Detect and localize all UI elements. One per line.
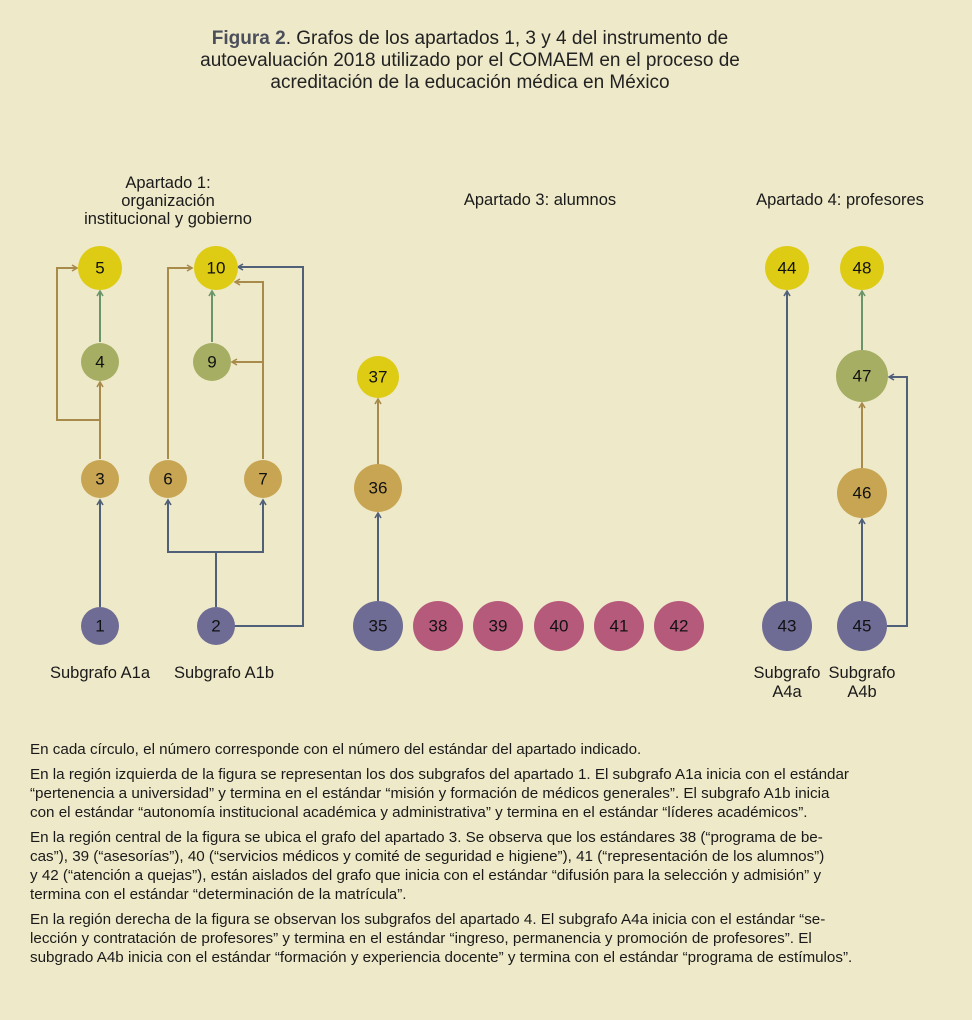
- svg-text:4: 4: [95, 353, 104, 372]
- edge-3-5: [56, 264, 100, 421]
- figure-notes: En cada círculo, el número corresponde c…: [30, 740, 950, 973]
- graph-diagram: 5 10 4 9 3 6 7 1 2 37 36 35 38 39 40 41 …: [56, 246, 908, 651]
- node-47: 47: [836, 350, 888, 402]
- svg-text:9: 9: [207, 353, 216, 372]
- svg-text:48: 48: [853, 259, 872, 278]
- node-46: 46: [837, 468, 887, 518]
- svg-text:36: 36: [369, 479, 388, 498]
- svg-text:10: 10: [207, 259, 226, 278]
- node-4: 4: [81, 343, 119, 381]
- heading-line: institucional y gobierno: [84, 210, 252, 228]
- note-line: cas”), 39 (“asesorías”), 40 (“servicios …: [30, 848, 825, 865]
- node-7: 7: [244, 460, 282, 498]
- svg-text:2: 2: [211, 617, 220, 636]
- title-line-3: acreditación de la educación médica en M…: [270, 72, 670, 93]
- section-heading-apartado-3: Apartado 3: alumnos: [463, 191, 617, 209]
- note-line: En la región central de la figura se ubi…: [30, 829, 823, 846]
- node-48: 48: [840, 246, 884, 290]
- node-41: 41: [594, 601, 644, 651]
- svg-text:1: 1: [95, 617, 104, 636]
- node-36: 36: [354, 464, 402, 512]
- subgraph-label-a1a: Subgrafo A1a: [50, 664, 150, 682]
- node-38: 38: [413, 601, 463, 651]
- svg-text:40: 40: [550, 617, 569, 636]
- svg-text:45: 45: [853, 617, 872, 636]
- node-1: 1: [81, 607, 119, 645]
- svg-text:6: 6: [163, 470, 172, 489]
- svg-text:43: 43: [778, 617, 797, 636]
- svg-text:44: 44: [778, 259, 797, 278]
- note-line: subgrado A4b inicia con el estándar “for…: [30, 949, 853, 966]
- node-40: 40: [534, 601, 584, 651]
- title-line-1: . Grafos de los apartados 1, 3 y 4 del i…: [285, 28, 729, 49]
- node-9: 9: [193, 343, 231, 381]
- note-line: En la región derecha de la figura se obs…: [30, 911, 826, 928]
- note-paragraph: En la región central de la figura se ubi…: [30, 828, 950, 904]
- node-42: 42: [654, 601, 704, 651]
- subgraph-label-a1b: Subgrafo A1b: [174, 664, 274, 682]
- svg-text:35: 35: [369, 617, 388, 636]
- edge-2-10: [234, 263, 304, 627]
- node-10: 10: [194, 246, 238, 290]
- figure-label: Figura 2: [211, 28, 286, 49]
- svg-text:37: 37: [369, 368, 388, 387]
- note-paragraph: En la región izquierda de la figura se r…: [30, 765, 950, 822]
- svg-text:38: 38: [429, 617, 448, 636]
- node-44: 44: [765, 246, 809, 290]
- node-2: 2: [197, 607, 235, 645]
- note-line: con el estándar “autonomía institucional…: [30, 804, 808, 821]
- svg-text:47: 47: [853, 367, 872, 386]
- svg-text:5: 5: [95, 259, 104, 278]
- svg-text:39: 39: [489, 617, 508, 636]
- node-35: 35: [353, 601, 403, 651]
- note-line: termina con el estándar “determinación d…: [30, 886, 407, 903]
- node-37: 37: [357, 356, 399, 398]
- edge-6-10: [167, 264, 194, 459]
- node-43: 43: [762, 601, 812, 651]
- edge-2-6: [164, 498, 216, 553]
- svg-text:7: 7: [258, 470, 267, 489]
- edge-7-10: [233, 278, 264, 459]
- heading-line: Apartado 1:: [125, 174, 211, 192]
- svg-text:42: 42: [670, 617, 689, 636]
- node-3: 3: [81, 460, 119, 498]
- label-line: A4b: [847, 683, 877, 701]
- label-line: Subgrafo: [753, 664, 821, 682]
- note-line: “pertenencia a universidad” y termina en…: [30, 785, 830, 802]
- node-45: 45: [837, 601, 887, 651]
- heading-line: organización: [121, 192, 215, 210]
- note-line: lección y contratación de profesores” y …: [30, 930, 812, 947]
- edge-2-7: [216, 498, 267, 553]
- svg-text:46: 46: [853, 484, 872, 503]
- figure-title: Figura 2. Grafos de los apartados 1, 3 y…: [120, 28, 820, 94]
- title-line-2: autoevaluación 2018 utilizado por el COM…: [200, 50, 740, 71]
- note-paragraph: En cada círculo, el número corresponde c…: [30, 740, 950, 759]
- note-paragraph: En la región derecha de la figura se obs…: [30, 910, 950, 967]
- node-5: 5: [78, 246, 122, 290]
- node-6: 6: [149, 460, 187, 498]
- note-line: y 42 (“atención a quejas”), están aislad…: [30, 867, 822, 884]
- svg-text:41: 41: [610, 617, 629, 636]
- note-line: En cada círculo, el número corresponde c…: [30, 741, 642, 758]
- node-39: 39: [473, 601, 523, 651]
- section-heading-apartado-1: Apartado 1: organización institucional y…: [48, 174, 288, 228]
- svg-text:3: 3: [95, 470, 104, 489]
- label-line: A4a: [772, 683, 802, 701]
- label-line: Subgrafo: [828, 664, 896, 682]
- note-line: En la región izquierda de la figura se r…: [30, 766, 849, 783]
- edge-45-47: [887, 373, 908, 627]
- section-heading-apartado-4: Apartado 4: profesores: [756, 191, 924, 209]
